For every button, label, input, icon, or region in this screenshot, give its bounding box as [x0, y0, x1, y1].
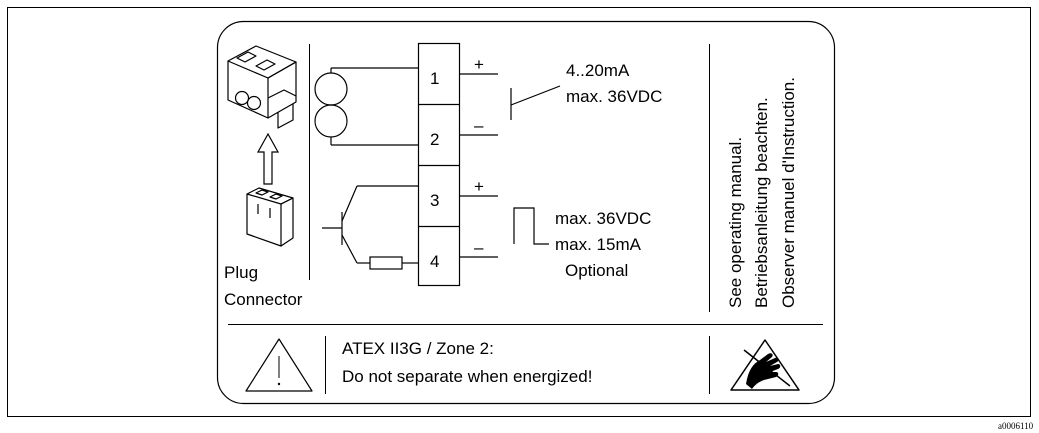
terminal-1-label: 1 [430, 69, 439, 88]
manual-note-de: Betriebsanleitung beachten. [752, 97, 771, 308]
manual-note-fr: Observer manuel d'Instruction. [779, 77, 798, 308]
pulse-symbol [513, 207, 549, 245]
terminal-2-label: 2 [430, 130, 439, 149]
terminal-1-plus: + [474, 55, 484, 74]
outer-frame [7, 7, 1031, 417]
pulse-optional: Optional [565, 261, 628, 280]
plug-connector-icon [227, 45, 297, 129]
current-max-voltage: max. 36VDC [566, 87, 662, 106]
up-arrow-icon [256, 132, 280, 185]
current-source-symbol [314, 67, 418, 146]
terminal-3-label: 3 [430, 191, 439, 210]
output-wires [460, 73, 498, 258]
current-output-symbol [510, 85, 561, 120]
pulse-max-voltage: max. 36VDC [555, 209, 651, 228]
warning-triangle-icon [245, 338, 313, 392]
connector-label: Connector [224, 290, 303, 309]
manual-note-en: See operating manual. [726, 137, 745, 308]
transistor-symbol [322, 185, 418, 270]
terminal-block [417, 42, 461, 287]
atex-instruction: Do not separate when energized! [342, 367, 592, 386]
plug-label: Plug [224, 263, 258, 282]
terminal-4-minus: – [474, 238, 484, 257]
esd-hand-icon [730, 339, 800, 391]
socket-connector-icon [246, 187, 294, 247]
terminal-4-label: 4 [430, 252, 439, 271]
terminal-3-plus: + [474, 177, 484, 196]
label-outline [216, 20, 836, 405]
terminal-2-minus: – [474, 116, 484, 135]
reference-code: a0006110 [998, 421, 1034, 431]
current-range: 4..20mA [566, 61, 630, 80]
atex-zone: ATEX II3G / Zone 2: [342, 339, 494, 358]
pulse-max-current: max. 15mA [555, 235, 642, 254]
